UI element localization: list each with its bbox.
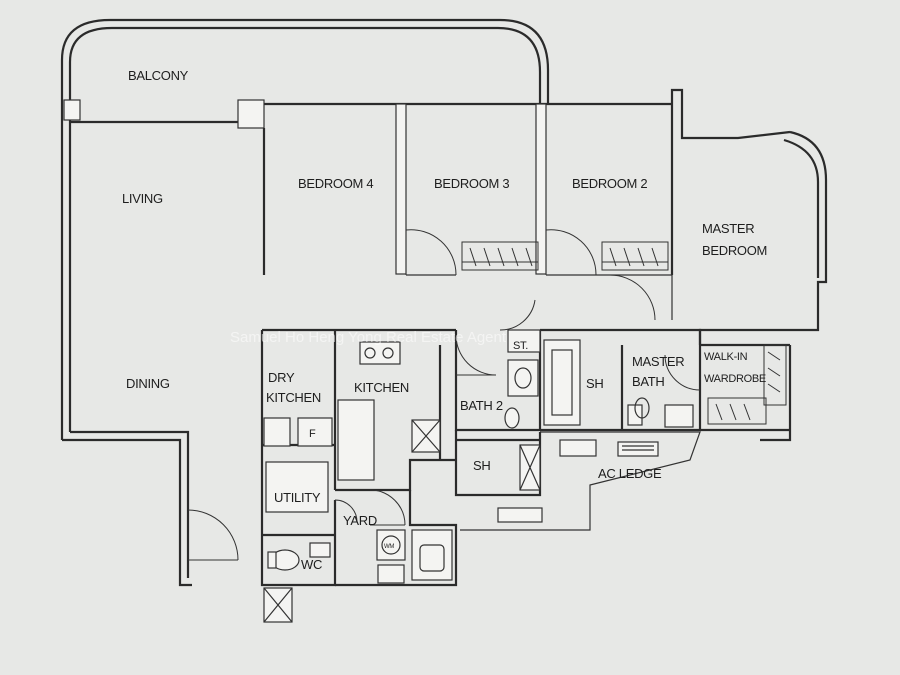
label-master-shower: SH [586, 376, 603, 391]
label-washer: WM [384, 544, 394, 550]
label-walkin-line1: WALK-IN [704, 351, 748, 363]
label-bedroom-3: BEDROOM 3 [434, 176, 509, 191]
label-store: ST. [513, 340, 528, 352]
label-master-bedroom-line1: MASTER [702, 221, 754, 236]
label-dining: DINING [126, 376, 170, 391]
label-bath-2: BATH 2 [460, 398, 503, 413]
label-walkin-line2: WARDROBE [704, 373, 766, 385]
label-master-bath-line1: MASTER [632, 354, 684, 369]
doors [187, 229, 701, 561]
label-ac-ledge: AC LEDGE [598, 466, 662, 481]
label-fridge: F [309, 428, 316, 440]
label-master-bath-line2: BATH [632, 374, 665, 389]
label-kitchen: KITCHEN [354, 380, 409, 395]
room-labels: BALCONY LIVING DINING BEDROOM 4 BEDROOM … [122, 68, 767, 572]
outer-walls [60, 18, 828, 587]
label-balcony: BALCONY [128, 68, 189, 83]
label-wc: WC [301, 557, 322, 572]
label-bedroom-4: BEDROOM 4 [298, 176, 373, 191]
interior-walls [260, 103, 790, 587]
label-living: LIVING [122, 191, 163, 206]
label-dry-kitchen-line2: KITCHEN [266, 390, 321, 405]
label-utility: UTILITY [274, 490, 321, 505]
label-yard: YARD [343, 513, 377, 528]
label-bedroom-2: BEDROOM 2 [572, 176, 647, 191]
label-bath-2-shower: SH [473, 458, 490, 473]
label-master-bedroom-line2: BEDROOM [702, 243, 767, 258]
watermark-text: Samuel Ho Heng Yong Real Estate Agent [230, 329, 507, 346]
fixtures [263, 241, 787, 623]
label-dry-kitchen-line1: DRY [268, 370, 295, 385]
